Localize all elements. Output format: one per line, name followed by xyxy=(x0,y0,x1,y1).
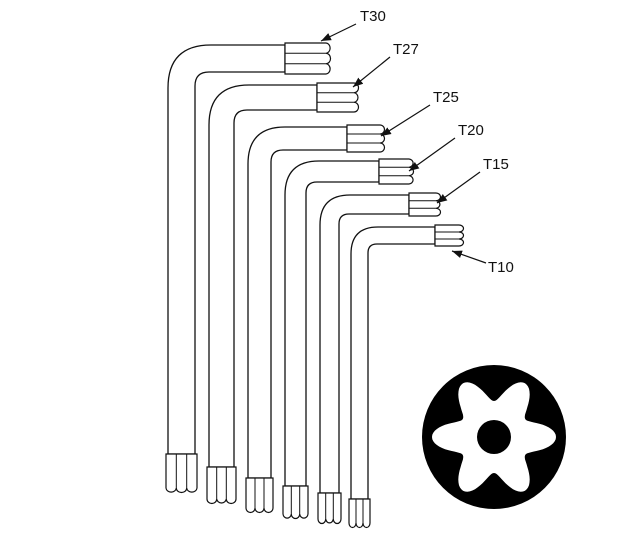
torx-tip-horizontal xyxy=(284,42,332,75)
torx-tip-horizontal xyxy=(378,158,415,185)
leader-line-t20 xyxy=(408,137,456,172)
torx-key-t25 xyxy=(245,124,386,514)
torx-key-t27 xyxy=(206,82,360,505)
torx-tip-vertical xyxy=(206,466,237,505)
leader-line-t15 xyxy=(436,171,481,204)
size-label-t25: T25 xyxy=(433,89,459,106)
leader-line-t25 xyxy=(380,104,431,137)
size-label-t20: T20 xyxy=(458,122,484,139)
size-label-t27: T27 xyxy=(393,41,419,58)
torx-security-profile-end-view xyxy=(422,365,566,509)
torx-tip-vertical xyxy=(317,492,342,525)
torx-keys xyxy=(165,42,465,529)
torx-tip-horizontal xyxy=(346,124,386,153)
torx-tip-vertical xyxy=(348,498,371,529)
torx-key-t10 xyxy=(348,224,465,529)
profile-center-security-pin xyxy=(477,420,511,454)
torx-key-t30 xyxy=(165,42,332,494)
leader-line-t30 xyxy=(320,23,357,42)
torx-tip-vertical xyxy=(282,485,309,520)
torx-tip-vertical xyxy=(165,453,198,494)
size-label-t10: T10 xyxy=(488,259,514,276)
leader-line-t27 xyxy=(352,56,391,88)
torx-tip-horizontal xyxy=(408,192,442,217)
size-label-t30: T30 xyxy=(360,8,386,25)
leader-line-t10 xyxy=(451,250,487,264)
torx-key-t15 xyxy=(317,192,442,525)
torx-tip-vertical xyxy=(245,477,274,514)
torx-tip-horizontal xyxy=(316,82,360,113)
torx-tip-horizontal xyxy=(434,224,465,247)
key-body xyxy=(350,226,436,500)
size-label-t15: T15 xyxy=(483,156,509,173)
